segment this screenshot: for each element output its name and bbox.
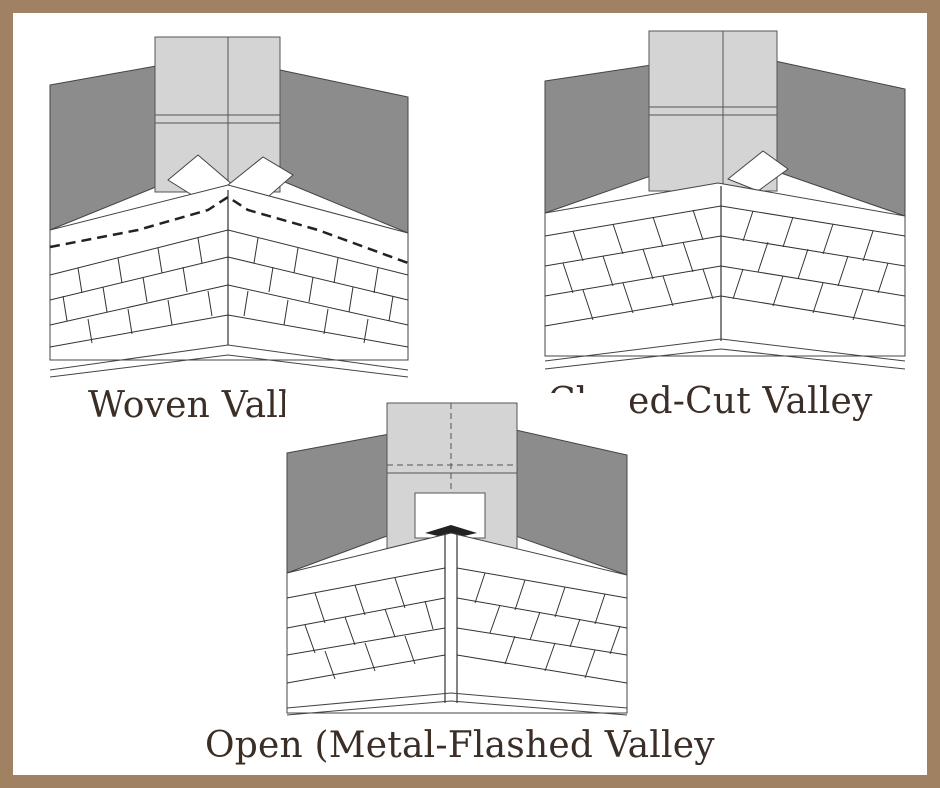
closed-cut-valley-illustration <box>543 21 913 373</box>
image-frame: Woven Valley <box>13 13 927 775</box>
woven-valley-illustration <box>48 25 423 385</box>
open-valley-diagram <box>285 393 630 723</box>
woven-valley-diagram <box>48 25 423 385</box>
closed-cut-valley-diagram <box>543 21 913 373</box>
caption-open-metal-flashed-valley: Open (Metal-Flashed Valley <box>205 725 715 766</box>
open-valley-illustration <box>285 393 630 723</box>
